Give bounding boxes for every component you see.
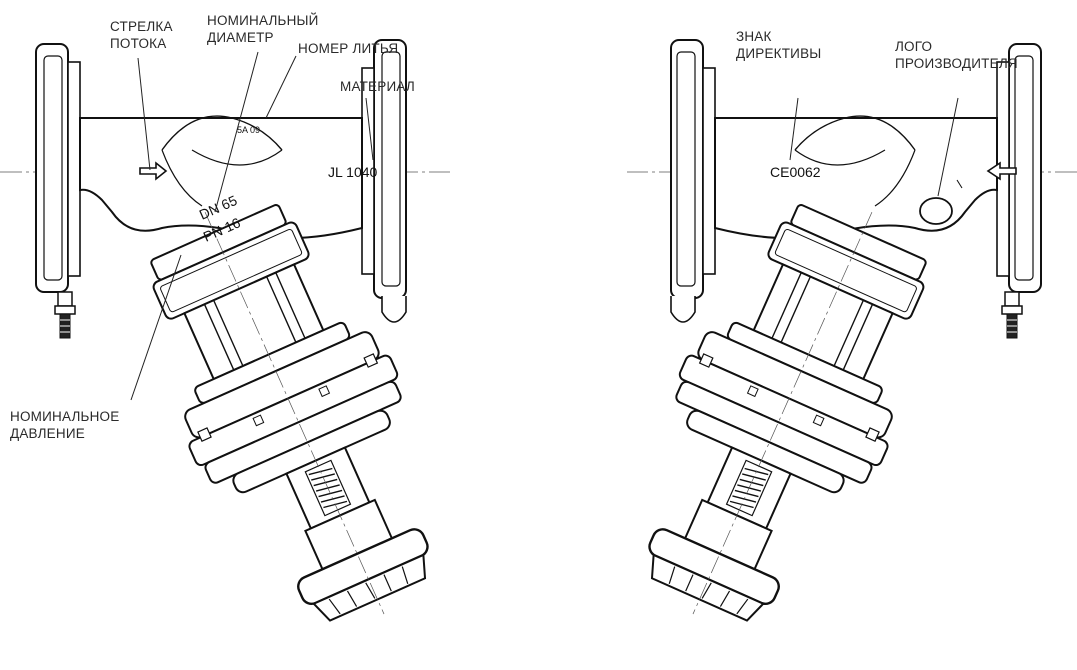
leader-lines	[130, 51, 959, 401]
flow-arrow-icon	[986, 161, 1017, 181]
directive-mark-label: ЗНАК ДИРЕКТИВЫ	[736, 29, 822, 61]
manufacturer-logo-icon	[919, 197, 953, 225]
flow-arrow-label: СТРЕЛКА ПОТОКА	[110, 19, 173, 51]
nominal-diameter-label: НОМИНАЛЬНЫЙ ДИАМЕТР	[207, 13, 319, 45]
directive-mark: CE0062	[770, 164, 821, 180]
material-label: МАТЕРИАЛ	[340, 79, 415, 94]
flow-arrow-icon	[139, 161, 168, 181]
nominal-pressure-label: НОМИНАЛЬНОЕ ДАВЛЕНИЕ	[10, 409, 120, 441]
manufacturer-logo-label: ЛОГО ПРОИЗВОДИТЕЛЯ	[895, 39, 1018, 71]
casting-number-mark: 5A 09	[237, 125, 260, 135]
casting-number-label: НОМЕР ЛИТЬЯ	[298, 41, 399, 56]
material-mark: JL 1040	[328, 164, 378, 180]
right-valve-drawing	[591, 38, 1077, 661]
